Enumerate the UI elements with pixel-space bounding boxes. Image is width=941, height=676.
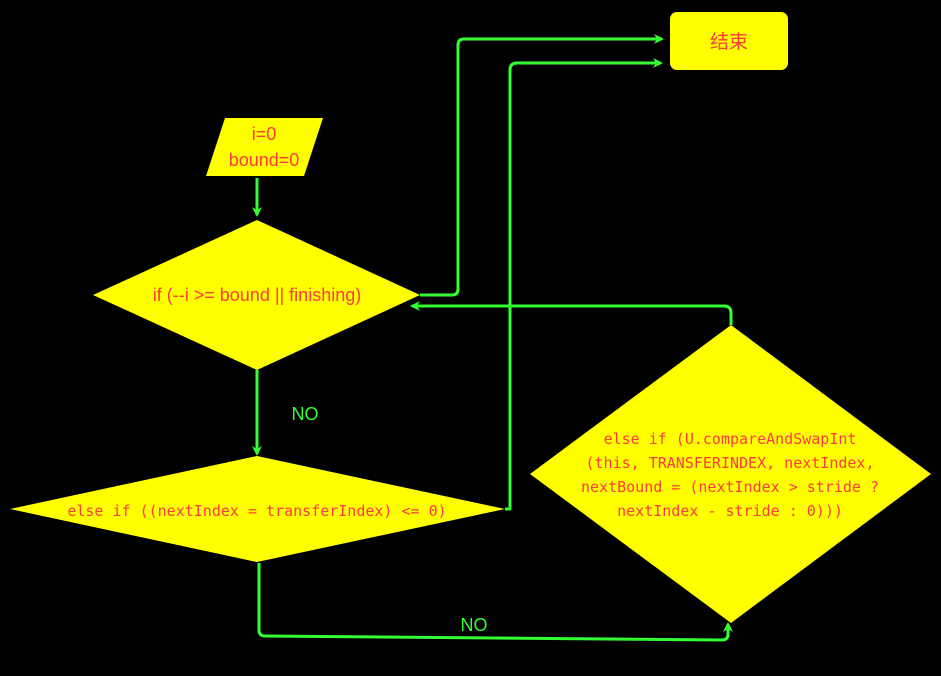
edge-cond2-to-end: [505, 58, 663, 511]
cond1-node: [93, 220, 420, 370]
cond3-node: [530, 325, 931, 623]
cond2-no-label: NO: [461, 615, 488, 635]
init-node: [206, 118, 323, 176]
init-label-line2: bound=0: [229, 150, 300, 170]
end-label: 结束: [710, 31, 748, 53]
cond1-no-label: NO: [292, 404, 319, 424]
end-node: [670, 12, 788, 70]
cond2-label: else if ((nextIndex = transferIndex) <= …: [67, 502, 446, 520]
cond3-label-line1: else if (U.compareAndSwapInt: [604, 430, 857, 448]
cond3-label-line2: (this, TRANSFERINDEX, nextIndex,: [586, 454, 875, 472]
cond3-label-line4: nextIndex - stride : 0))): [617, 502, 843, 520]
edge-cond3-to-cond1: [410, 301, 733, 325]
cond1-label: if (--i >= bound || finishing): [153, 285, 361, 305]
edge-cond2-to-cond3: [257, 563, 733, 642]
edge-cond1-to-end: [420, 34, 664, 297]
cond3-label-line3: nextBound = (nextIndex > stride ?: [581, 478, 879, 496]
init-label-line1: i=0: [252, 124, 277, 144]
cond2-node: [10, 456, 505, 562]
